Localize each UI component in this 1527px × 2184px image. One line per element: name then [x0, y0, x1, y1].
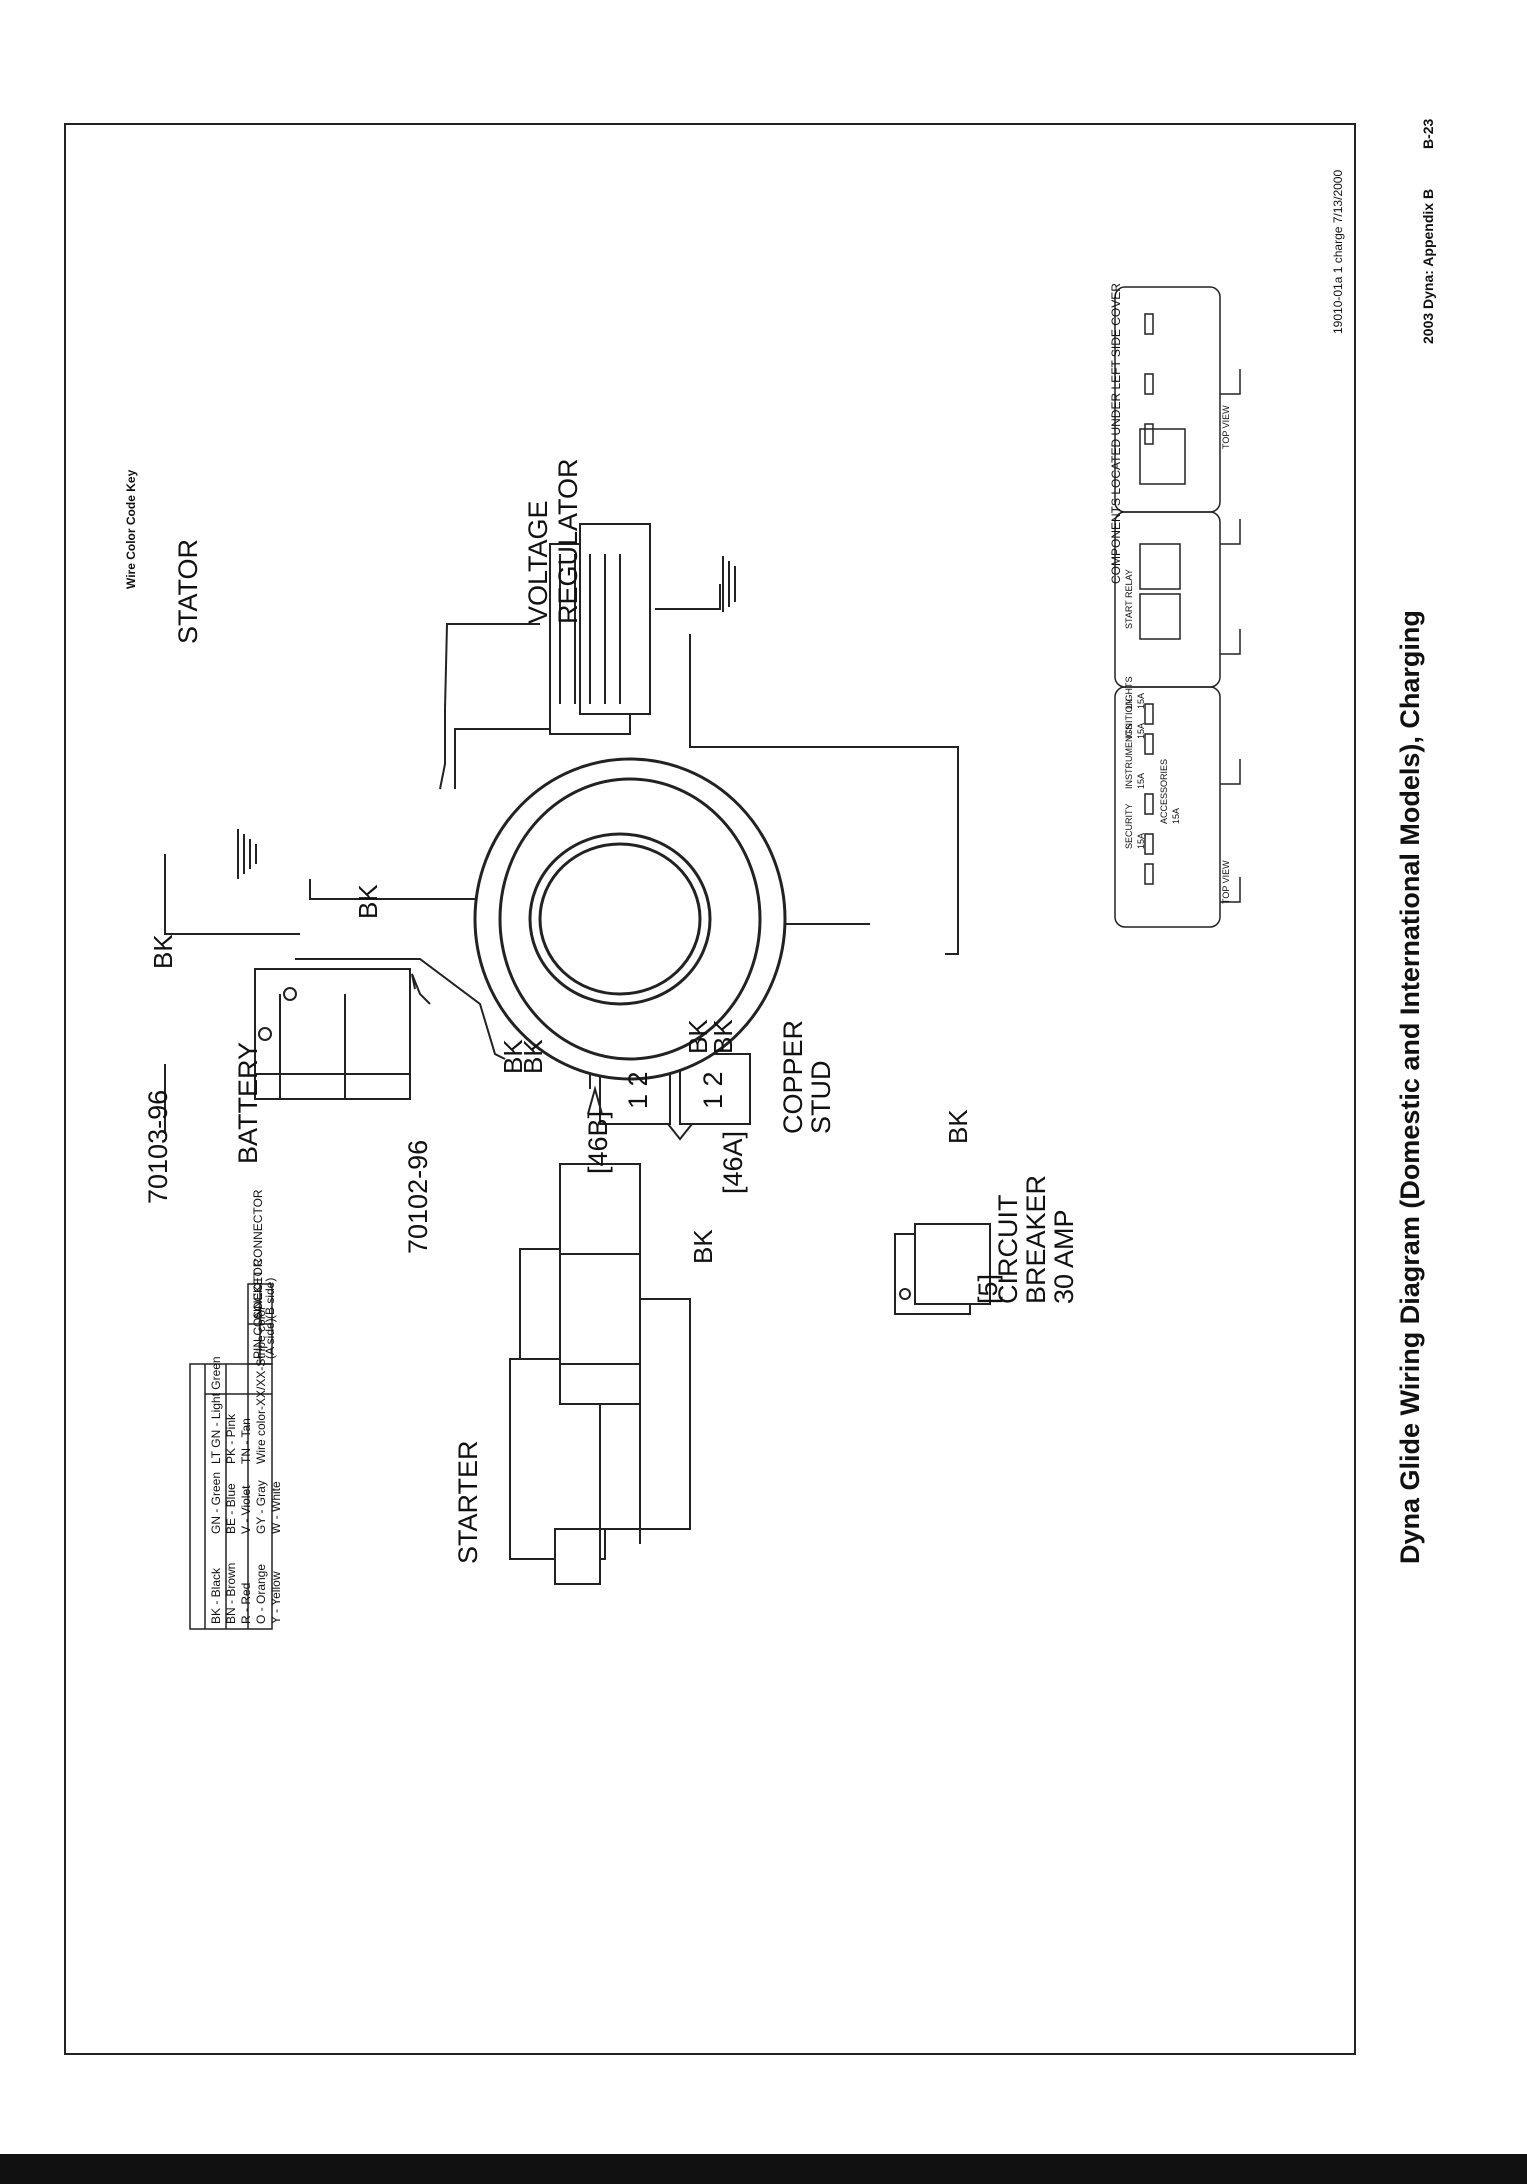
connector-46B-pins: 1 2 [623, 1071, 653, 1109]
diagram-border [64, 123, 1356, 2055]
footer-section: 2003 Dyna: Appendix B [1420, 188, 1436, 344]
fuse-lights-label: LIGHTS [1124, 676, 1134, 709]
wire-copper-stud-to-regulator [689, 634, 959, 955]
wire-key-col3-0: LT GN - Light Green [209, 1356, 223, 1464]
wire-label-bk-copper-stud: BK [943, 1109, 973, 1144]
file-reference: 19010-01a 1 charge 7/13/2000 [1331, 169, 1345, 334]
wire-label-bk-positive: BK [353, 884, 383, 919]
wire-color-key-table [189, 1363, 273, 1630]
fuse-accessories-label: ACCESSORIES [1159, 758, 1169, 824]
wire-key-col2-1: BE - Blue [224, 1483, 238, 1534]
components-panel-title: COMPONENTS LOCATED UNDER LEFT SIDE COVER [1109, 283, 1123, 584]
wire-key-col1-2: R - Red [239, 1582, 253, 1624]
fuse-security-label: SECURITY [1124, 803, 1134, 849]
part-number-70102: 70102-96 [403, 1139, 433, 1254]
starter-label: STARTER [453, 1440, 483, 1564]
socket-connector-line2: (B side) [263, 1277, 277, 1319]
wire-key-col3-2: TN - Tan [239, 1418, 253, 1464]
pin-connector-line2: (A side) [263, 1318, 277, 1359]
connector-46A-ref: [46A] [718, 1130, 748, 1194]
wire-key-col2-4: W - White [269, 1481, 283, 1534]
components-start-relay: START RELAY [1124, 569, 1134, 629]
footer-page: B-23 [1420, 118, 1436, 149]
voltage-regulator [549, 523, 651, 735]
wire-key-col1-4: Y - Yellow [269, 1571, 283, 1624]
copper-stud-label-2: STUD [806, 1060, 836, 1135]
wire-label-bk-46A-2: BK [708, 1019, 738, 1054]
wire-key-col3-1: PK - Pink [224, 1413, 238, 1464]
battery-label: BATTERY [233, 1041, 263, 1164]
diagram-title: Dyna Glide Wiring Diagram (Domestic and … [1395, 610, 1425, 1564]
fuse-accessories-rating: 15A [1171, 807, 1181, 824]
ground-symbols [237, 556, 736, 879]
wire-46A-to-regulator-1 [439, 623, 540, 790]
fuse-security-rating: 15A [1136, 832, 1146, 849]
voltage-regulator-label-1: VOLTAGE [523, 500, 553, 624]
stator-label: STATOR [173, 538, 203, 644]
battery [254, 968, 411, 1100]
components-panel [1114, 286, 1241, 928]
wire-key-col1-0: BK - Black [209, 1567, 223, 1624]
wire-key-title: Wire Color Code Key [124, 469, 138, 589]
starter-motor [509, 1163, 691, 1585]
wire-label-bk-breaker: BK [688, 1229, 718, 1264]
connector-key-table [247, 1283, 273, 1365]
wire-key-col2-3: GY - Gray [254, 1480, 268, 1534]
circuit-breaker-label-2: BREAKER [1021, 1174, 1051, 1304]
bottom-black-bar [0, 2154, 1527, 2184]
circuit-breaker-ref: [5] [973, 1273, 1003, 1304]
wire-label-bk-battery: BK [148, 934, 178, 969]
wire-battery-negative-ground [164, 854, 300, 935]
wire-key-col2-2: V - Violet [239, 1485, 253, 1534]
circuit-breaker [894, 1223, 991, 1315]
leader-70102 [411, 973, 431, 1005]
voltage-regulator-label-2: REGULATOR [553, 458, 583, 624]
wire-regulator-ground [655, 584, 721, 610]
fuse-lights-rating: 15A [1136, 692, 1146, 709]
stator [473, 757, 787, 1081]
connector-46B-ref: [46B] [583, 1110, 613, 1174]
connector-46A-pins: 1 2 [698, 1071, 728, 1109]
components-top-view-right: TOP VIEW [1221, 405, 1231, 449]
part-number-70103: 70103-96 [143, 1089, 173, 1204]
wire-battery-positive-to-starter [295, 958, 506, 1060]
components-top-view-left: TOP VIEW [1221, 860, 1231, 904]
copper-stud-label-1: COPPER [778, 1019, 808, 1134]
circuit-breaker-label-3: 30 AMP [1049, 1209, 1079, 1304]
fuse-instruments-rating: 15A [1136, 772, 1146, 789]
wire-key-col2-0: GN - Green [209, 1471, 223, 1534]
wire-label-bk-46B-2: BK [518, 1039, 548, 1074]
fuse-ignition-rating: 15A [1136, 722, 1146, 739]
wire-key-col1-3: O - Orange [254, 1563, 268, 1624]
wire-key-col1-1: BN - Brown [224, 1562, 238, 1624]
